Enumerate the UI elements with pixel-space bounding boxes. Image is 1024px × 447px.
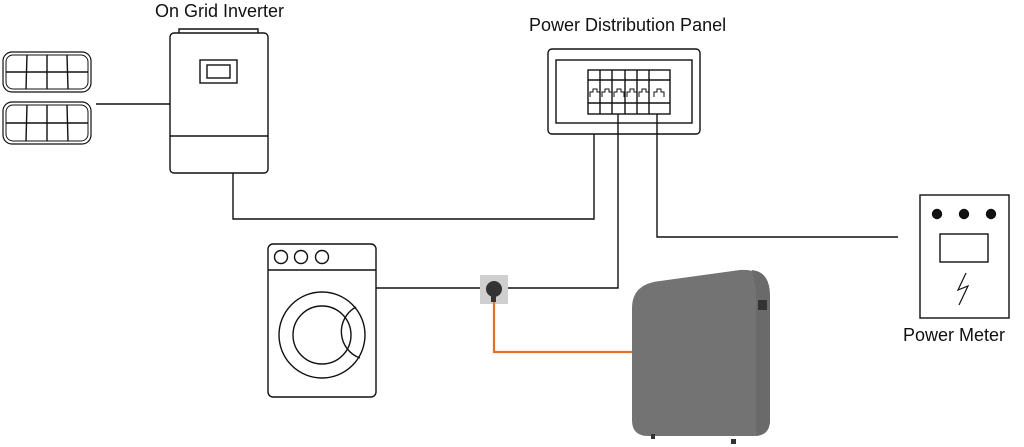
solar-panel-top bbox=[2, 51, 92, 93]
solar-panel-bottom bbox=[2, 101, 92, 145]
lightning-icon bbox=[956, 272, 970, 306]
power-meter-icon bbox=[919, 194, 1010, 319]
battery-cable bbox=[492, 302, 632, 354]
panel-to-appliance-wire bbox=[376, 114, 619, 289]
inverter-label: On Grid Inverter bbox=[155, 1, 285, 21]
meter-label: Power Meter bbox=[903, 325, 1006, 345]
home-battery-icon bbox=[632, 269, 770, 444]
panel-to-meter-wire bbox=[656, 114, 898, 238]
inverter-icon bbox=[169, 28, 269, 174]
washing-machine-icon bbox=[267, 243, 377, 398]
panel-label: Power Distribution Panel bbox=[529, 15, 727, 35]
distribution-panel-icon bbox=[547, 48, 701, 135]
inverter-to-panel-wire bbox=[232, 134, 595, 220]
solar-panels-icon bbox=[2, 51, 92, 145]
wall-socket-icon bbox=[480, 275, 508, 304]
